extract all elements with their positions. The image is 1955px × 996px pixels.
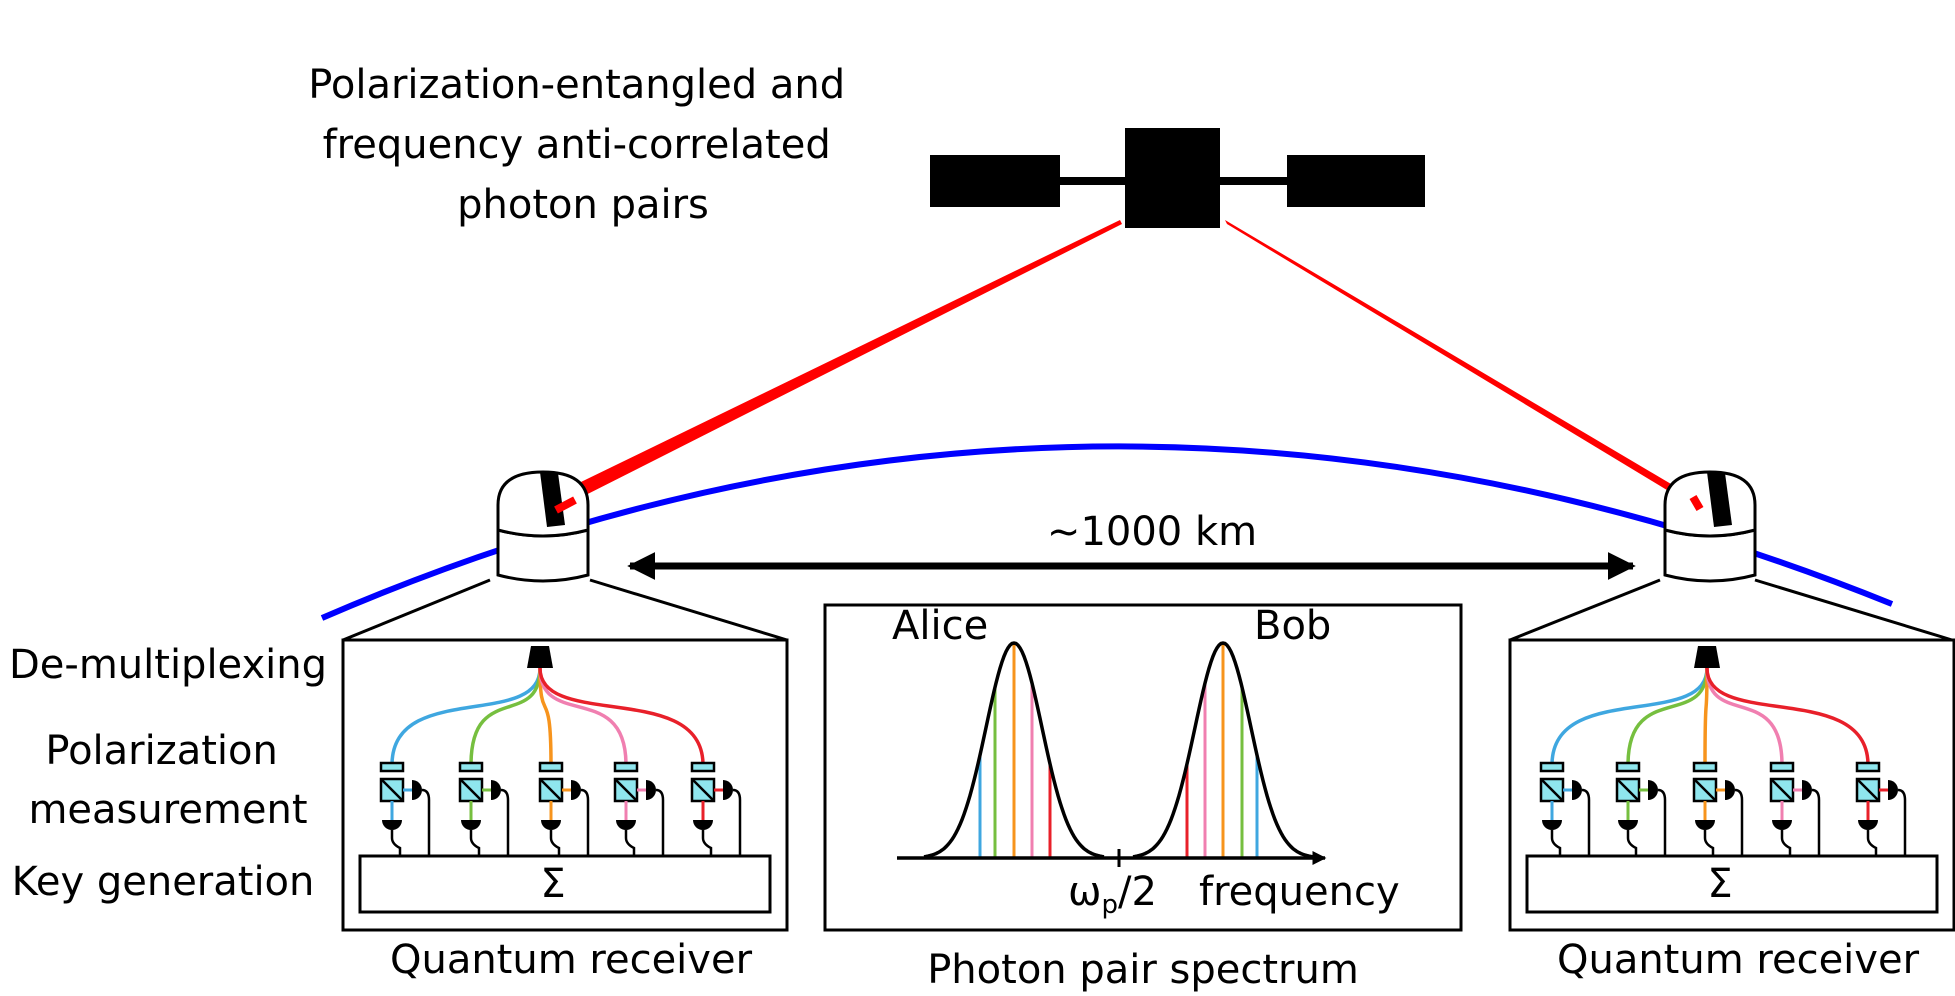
waveplate-icon: [613, 761, 639, 773]
detector-icon: [1772, 820, 1792, 830]
polarization-label: Polarization measurement: [28, 728, 307, 833]
detector-icon: [646, 780, 656, 800]
channel-red: [538, 667, 742, 856]
key-sum-box: [358, 854, 772, 914]
channel-green: [1615, 667, 1709, 856]
telescope-dome-icon: [496, 470, 590, 583]
detector-icon: [1694, 646, 1720, 668]
beam-right: [1225, 220, 1700, 510]
channel-orange: [1692, 667, 1744, 856]
waveplate-icon: [690, 761, 716, 773]
detector-icon: [1802, 780, 1812, 800]
detector-icon: [491, 780, 501, 800]
channel-pink: [538, 667, 665, 856]
alice-peak: [923, 641, 1105, 859]
waveplate-icon: [1692, 761, 1718, 773]
channel-red: [1705, 667, 1907, 856]
detector-icon: [1858, 820, 1878, 830]
satellite-icon: [930, 128, 1425, 228]
waveplate-icon: [458, 761, 484, 773]
frequency-axis-label: frequency: [1199, 869, 1400, 915]
demux-label: De-multiplexing: [9, 642, 327, 688]
sum-symbol: Σ: [540, 861, 565, 907]
beam-left: [550, 220, 1122, 510]
key-sum-box: [1525, 854, 1939, 914]
bob-label: Bob: [1254, 603, 1331, 649]
detector-icon: [461, 820, 481, 830]
sum-symbol: Σ: [1707, 861, 1732, 907]
receiver-left: Σ: [341, 638, 789, 932]
detector-icon: [382, 820, 402, 830]
detector-icon: [412, 780, 422, 800]
waveplate-icon: [379, 761, 405, 773]
detector-icon: [527, 646, 553, 668]
detector-icon: [1695, 820, 1715, 830]
detector-icon: [1572, 780, 1582, 800]
channel-green: [458, 667, 542, 856]
waveplate-icon: [1855, 761, 1881, 773]
center-frequency-label: ωp/2: [1068, 869, 1157, 920]
spectrum-title: Photon pair spectrum: [927, 947, 1359, 993]
waveplate-icon: [538, 761, 564, 773]
waveplate-icon: [1769, 761, 1795, 773]
distance-label: ~1000 km: [1047, 509, 1257, 555]
bob-peak: [1132, 641, 1314, 859]
detector-icon: [1888, 780, 1898, 800]
channel-blue: [1539, 667, 1709, 856]
alice-label: Alice: [892, 603, 988, 649]
detector-icon: [1618, 820, 1638, 830]
detector-icon: [616, 820, 636, 830]
channel-pink: [1705, 667, 1821, 856]
receiver-right-title: Quantum receiver: [1557, 937, 1920, 983]
detector-icon: [1542, 820, 1562, 830]
receiver-left-title: Quantum receiver: [390, 937, 753, 983]
source-label: Polarization-entangled and frequency ant…: [308, 62, 858, 228]
detector-icon: [1725, 780, 1735, 800]
detector-icon: [723, 780, 733, 800]
detector-icon: [1648, 780, 1658, 800]
waveplate-icon: [1539, 761, 1565, 773]
spectrum-panel: Alice Bob ωp/2 frequency: [823, 603, 1463, 932]
detector-icon: [571, 780, 581, 800]
key-generation-label: Key generation: [12, 859, 315, 905]
telescope-dome-icon: [1663, 470, 1757, 583]
channel-blue: [379, 667, 542, 856]
receiver-right: Σ: [1508, 638, 1955, 932]
detector-icon: [541, 820, 561, 830]
detector-icon: [693, 820, 713, 830]
waveplate-icon: [1615, 761, 1641, 773]
channel-orange: [538, 667, 590, 856]
